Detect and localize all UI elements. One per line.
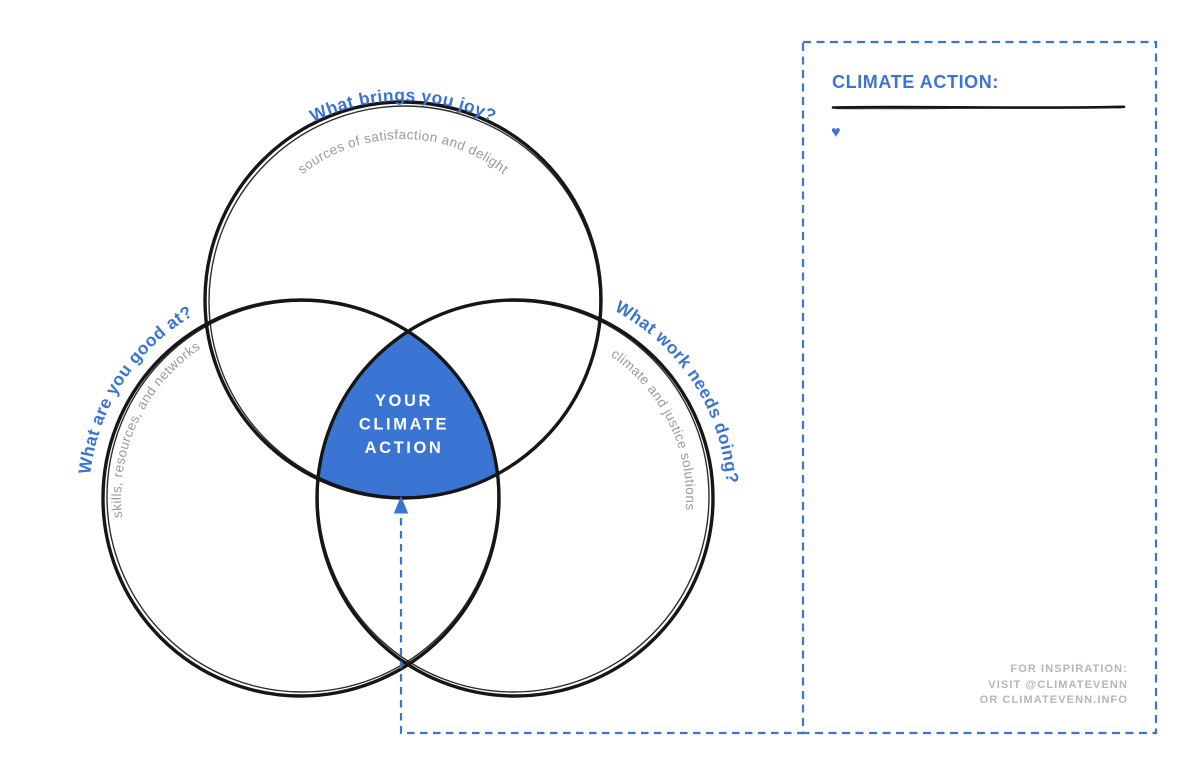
panel-heading: CLIMATE ACTION: (832, 72, 999, 92)
heart-icon: ♥ (831, 124, 841, 141)
inspiration-line1: FOR INSPIRATION: (1010, 663, 1128, 675)
inspiration-line2: VISIT @CLIMATEVENN (988, 678, 1128, 691)
action-arrow (393, 496, 803, 735)
center-label: YOUR CLIMATE ACTION (359, 392, 449, 457)
center-label-line1: YOUR (375, 392, 433, 410)
work-circle-sketch-stroke (317, 300, 710, 693)
inspiration-note: FOR INSPIRATION: VISIT @CLIMATEVENN OR C… (980, 662, 1128, 709)
joy-circle (203, 100, 603, 500)
center-label-line3: ACTION (365, 439, 444, 457)
joy-circle-sketch-stroke (208, 105, 601, 498)
handwritten-line (831, 105, 1126, 110)
good-at-circle (101, 298, 501, 698)
action-panel-border (801, 40, 1158, 735)
action-arrow-dashed-line (399, 518, 803, 735)
center-label-line2: CLIMATE (359, 416, 449, 434)
joy-sublabel: sources of satisfaction and delight (295, 127, 511, 177)
inspiration-line3: OR CLIMATEVENN.INFO (979, 694, 1128, 706)
arrowhead-up-icon (393, 496, 409, 514)
good-at-circle-sketch-stroke (106, 300, 499, 693)
work-circle (315, 298, 715, 698)
